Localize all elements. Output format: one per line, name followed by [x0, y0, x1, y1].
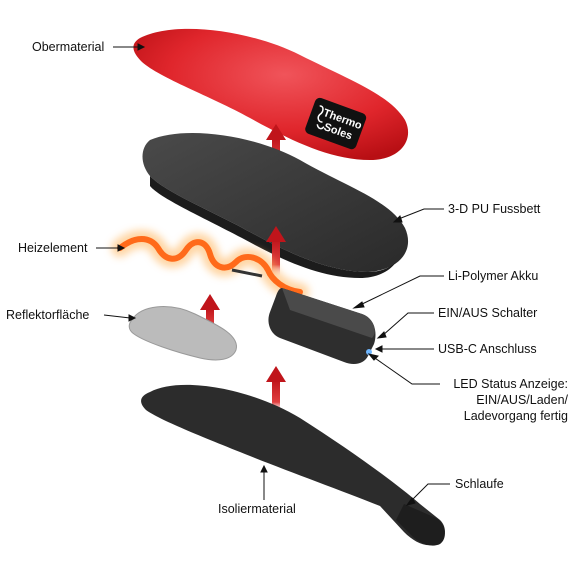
- led-indicator: [366, 349, 372, 355]
- reflector-plate: [128, 306, 237, 361]
- insulation-layer: [141, 384, 445, 546]
- label-akku: Li-Polymer Akku: [448, 269, 539, 283]
- label-heizelement: Heizelement: [18, 241, 88, 255]
- label-schalter: EIN/AUS Schalter: [438, 306, 538, 320]
- battery-pack: [268, 288, 376, 364]
- label-obermaterial: Obermaterial: [32, 40, 105, 54]
- thermo-soles-logo: Thermo Soles: [305, 97, 367, 150]
- heating-element: [111, 230, 309, 301]
- label-led-line1: LED Status Anzeige:: [453, 377, 568, 391]
- label-led-line2: EIN/AUS/Laden/: [476, 393, 568, 407]
- label-schlaufe: Schlaufe: [455, 477, 504, 491]
- label-fussbett: 3-D PU Fussbett: [448, 202, 541, 216]
- up-arrow-icon: [266, 366, 286, 414]
- footbed: [142, 132, 409, 272]
- label-reflektor: Reflektorfläche: [6, 308, 90, 322]
- pull-loop: [396, 504, 445, 546]
- label-led: LED Status Anzeige: EIN/AUS/Laden/ Ladev…: [408, 376, 568, 424]
- label-isolier: Isoliermaterial: [218, 502, 296, 516]
- up-arrow-icon: [266, 226, 286, 278]
- label-led-line3: Ladevorgang fertig: [463, 409, 568, 423]
- label-usb: USB-C Anschluss: [438, 342, 537, 356]
